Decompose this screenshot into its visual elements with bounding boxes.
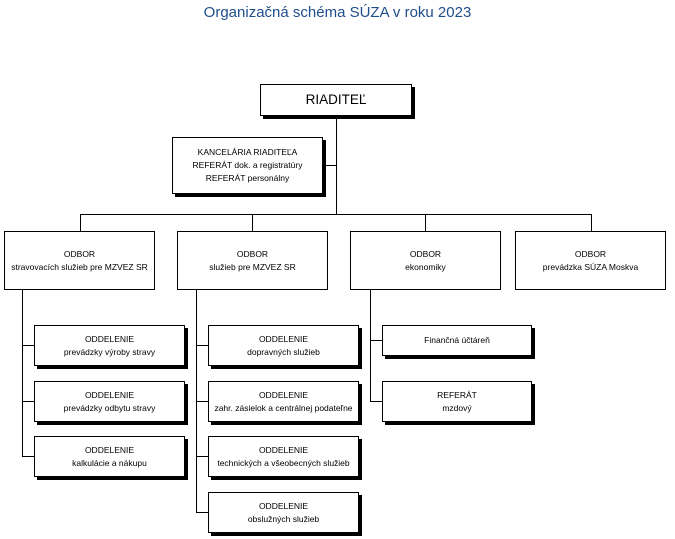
director-office-box: KANCELÁRIA RIADITEĽA REFERÁT dok. a regi… <box>172 137 323 194</box>
department-label: ODBOR <box>574 248 607 259</box>
unit-label: ODDELENIE <box>258 333 309 344</box>
connector-dept-3-unit-1 <box>370 340 382 341</box>
unit-name: zahr. zásielok a centrálnej podateľne <box>214 402 353 413</box>
department-label: ODBOR <box>63 248 96 259</box>
connector-dept-3-unit-2 <box>370 401 382 402</box>
connector-department-bus <box>80 214 592 215</box>
unit-name: dopravných služieb <box>247 346 320 357</box>
unit-box: ODDELENIE prevádzky výroby stravy <box>34 325 185 366</box>
connector-dept-1-unit-3 <box>22 456 34 457</box>
connector-dept-2-unit-2 <box>196 401 208 402</box>
unit-box: ODDELENIE dopravných služieb <box>208 325 359 366</box>
unit-name: prevádzky výroby stravy <box>63 346 156 357</box>
unit-name: technických a všeobecných služieb <box>217 457 350 468</box>
director-label: RIADITEĽ <box>305 92 367 107</box>
connector-dept-3-drop <box>425 214 426 231</box>
unit-name: kalkulácie a nákupu <box>72 457 147 468</box>
unit-box: ODDELENIE kalkulácie a nákupu <box>34 436 185 477</box>
department-box-moscow: ODBOR prevádzka SÚZA Moskva <box>515 231 666 290</box>
unit-label: ODDELENIE <box>84 444 135 455</box>
unit-box: ODDELENIE prevádzky odbytu stravy <box>34 381 185 422</box>
connector-dept-2-drop <box>252 214 253 231</box>
connector-dept-1-unit-2 <box>22 401 34 402</box>
connector-dept-2-unit-1 <box>196 345 208 346</box>
department-box-services: ODBOR služieb pre MZVEZ SR <box>177 231 328 290</box>
unit-box: Finančná účtáreň <box>382 325 532 356</box>
connector-office-link <box>323 165 337 166</box>
connector-dept-1-drop <box>80 214 81 231</box>
department-name: prevádzka SÚZA Moskva <box>542 261 639 272</box>
office-line-3: REFERÁT personálny <box>205 173 290 183</box>
unit-label: ODDELENIE <box>258 444 309 455</box>
connector-dept-2-unit-3 <box>196 456 208 457</box>
unit-label: ODDELENIE <box>84 389 135 400</box>
unit-box: REFERÁT mzdový <box>382 381 532 422</box>
unit-box: ODDELENIE zahr. zásielok a centrálnej po… <box>208 381 359 422</box>
connector-dept-2-unit-4 <box>196 512 208 513</box>
office-line-1: KANCELÁRIA RIADITEĽA <box>197 147 298 157</box>
department-label: ODBOR <box>409 248 442 259</box>
unit-name: Finančná účtáreň <box>424 335 490 345</box>
unit-label: REFERÁT <box>437 389 477 400</box>
unit-name: obslužných služieb <box>247 513 320 524</box>
connector-dept-3-spine <box>370 290 371 401</box>
unit-name: mzdový <box>442 402 472 413</box>
office-line-2: REFERÁT dok. a registratúry <box>192 160 303 170</box>
unit-box: ODDELENIE obslužných služieb <box>208 492 359 533</box>
unit-label: ODDELENIE <box>84 333 135 344</box>
department-name: stravovacích služieb pre MZVEZ SR <box>11 261 148 272</box>
department-name: ekonomiky <box>405 261 446 272</box>
department-label: ODBOR <box>236 248 269 259</box>
department-name: služieb pre MZVEZ SR <box>209 261 296 272</box>
director-box: RIADITEĽ <box>260 84 412 116</box>
department-box-economics: ODBOR ekonomiky <box>350 231 501 290</box>
unit-label: ODDELENIE <box>258 389 309 400</box>
unit-label: ODDELENIE <box>258 500 309 511</box>
unit-name: prevádzky odbytu stravy <box>63 402 156 413</box>
connector-dept-4-drop <box>591 214 592 231</box>
department-box-catering: ODBOR stravovacích služieb pre MZVEZ SR <box>4 231 155 290</box>
page-title: Organizačná schéma SÚZA v roku 2023 <box>203 4 472 21</box>
connector-dept-1-spine <box>22 290 23 456</box>
connector-dept-1-unit-1 <box>22 345 34 346</box>
unit-box: ODDELENIE technických a všeobecných služ… <box>208 436 359 477</box>
